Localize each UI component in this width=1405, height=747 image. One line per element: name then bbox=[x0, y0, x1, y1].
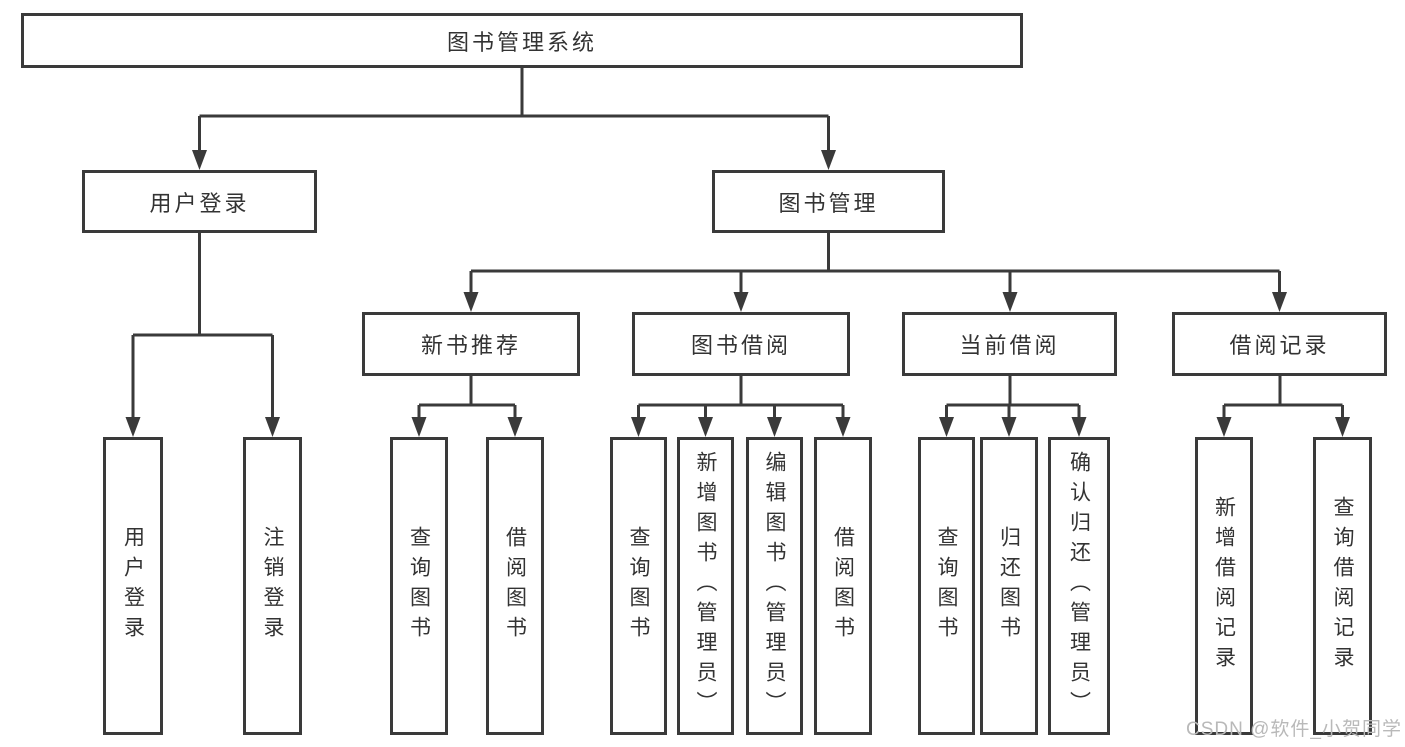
leaf-query-books-recommend: 查询图书 bbox=[390, 437, 448, 735]
leaf-add-borrow-record: 新增借阅记录 bbox=[1195, 437, 1253, 735]
connector-current-borrowing bbox=[939, 376, 1087, 437]
node-borrowing-records: 借阅记录 bbox=[1172, 312, 1387, 376]
csdn-watermark: CSDN @软件_小贺同学 bbox=[1186, 719, 1402, 740]
leaf-add-books-admin: 新增图书（管理员） bbox=[677, 437, 734, 735]
connector-new-book-recommendation bbox=[411, 376, 523, 437]
leaf-return-books: 归还图书 bbox=[980, 437, 1038, 735]
leaf-logout-login: 注销登录 bbox=[243, 437, 302, 735]
node-library-management-system: 图书管理系统 bbox=[21, 13, 1023, 68]
leaf-query-books-borrowing: 查询图书 bbox=[610, 437, 667, 735]
leaf-confirm-return-admin: 确认归还（管理员） bbox=[1048, 437, 1110, 735]
leaf-query-books-current: 查询图书 bbox=[918, 437, 975, 735]
node-current-borrowing: 当前借阅 bbox=[902, 312, 1117, 376]
node-book-borrowing: 图书借阅 bbox=[632, 312, 850, 376]
leaf-query-borrow-record: 查询借阅记录 bbox=[1313, 437, 1372, 735]
leaf-borrow-books-recommend: 借阅图书 bbox=[486, 437, 544, 735]
connector-root bbox=[192, 68, 836, 170]
leaf-edit-books-admin: 编辑图书（管理员） bbox=[746, 437, 803, 735]
connector-book-management bbox=[463, 233, 1287, 312]
node-user-login: 用户登录 bbox=[82, 170, 317, 233]
node-new-book-recommendation: 新书推荐 bbox=[362, 312, 580, 376]
connector-book-borrowing bbox=[631, 376, 851, 437]
node-book-management: 图书管理 bbox=[712, 170, 945, 233]
connector-user-login bbox=[125, 233, 280, 437]
leaf-user-login: 用户登录 bbox=[103, 437, 163, 735]
connector-borrowing-records bbox=[1216, 376, 1350, 437]
leaf-borrow-books-borrowing: 借阅图书 bbox=[814, 437, 872, 735]
